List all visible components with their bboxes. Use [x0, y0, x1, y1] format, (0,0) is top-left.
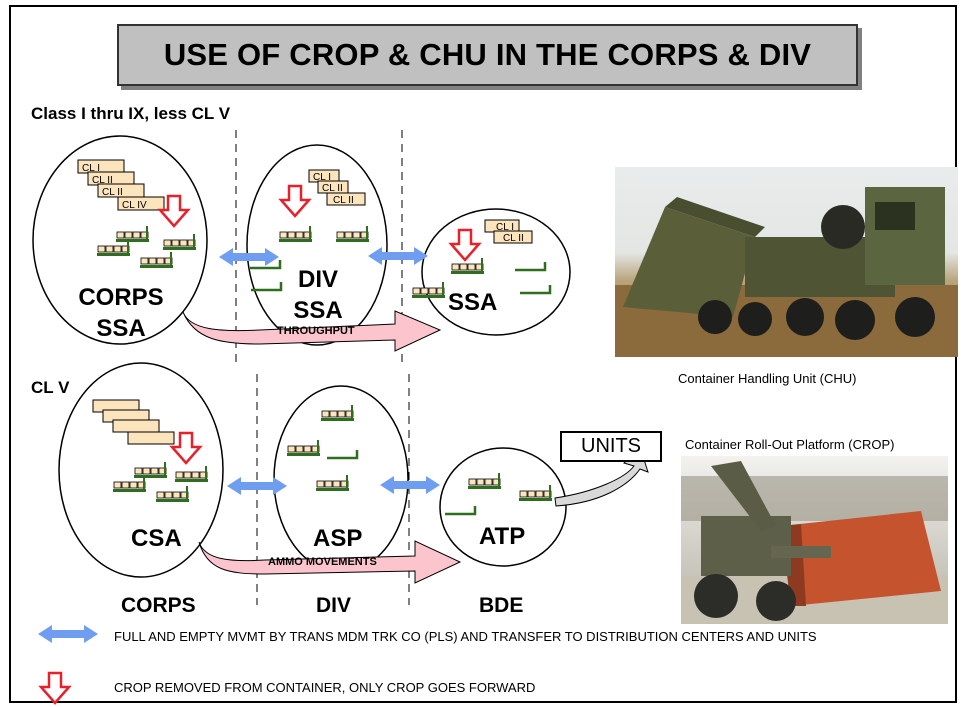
pallet-icon — [115, 225, 150, 243]
pallet-icon — [518, 484, 553, 502]
container-label: CL II — [503, 233, 524, 244]
container-label: CL IV — [122, 200, 147, 211]
pallet-icon — [133, 461, 168, 479]
empty-platform-icon — [249, 280, 283, 292]
pallet-icon — [411, 281, 446, 299]
empty-platform-icon — [513, 260, 547, 272]
pallet-icon — [278, 225, 313, 243]
bde-ssa-label: SSA — [448, 289, 498, 316]
blue-double-arrow — [219, 248, 279, 266]
pallet-icon — [335, 225, 370, 243]
corps-containers — [77, 159, 165, 211]
chu-caption: Container Handling Unit (CHU) — [678, 371, 857, 386]
pallet-icon — [162, 233, 197, 251]
corps-label-line2: SSA — [96, 315, 146, 342]
empty-platform-icon — [518, 283, 552, 295]
legend-blue-text: FULL AND EMPTY MVMT BY TRANS MDM TRK CO … — [114, 629, 817, 644]
container-label: CL II — [322, 183, 343, 194]
container-label: CL I — [496, 222, 514, 233]
units-box: UNITS — [560, 431, 662, 462]
crop-red-arrow — [279, 184, 311, 218]
div-ssa-label: DIV SSA — [286, 264, 350, 326]
bde-containers — [484, 219, 533, 244]
div-label-line2: SSA — [293, 297, 343, 324]
throughput-label: THROUGHPUT — [277, 325, 355, 337]
div-ssa-circle — [246, 144, 388, 346]
legend-blue-arrow-text: FULL AND EMPTY MVMT BY TRANS MDM TRK CO … — [114, 629, 934, 645]
section-label-class-i-ix: Class I thru IX, less CL V — [31, 104, 231, 123]
pallet-icon — [112, 475, 147, 493]
section-label-cl-v: CL V — [31, 378, 70, 397]
pallet-icon — [315, 474, 350, 492]
crop-red-arrow — [449, 228, 481, 262]
pallet-icon — [174, 465, 209, 483]
legend-red-arrow-text: CROP REMOVED FROM CONTAINER, ONLY CROP G… — [114, 680, 536, 695]
empty-platform-icon — [325, 448, 359, 460]
page-title: USE OF CROP & CHU IN THE CORPS & DIV — [163, 37, 812, 72]
pallet-icon — [139, 251, 174, 269]
asp-label: ASP — [313, 525, 363, 552]
pallet-icon — [286, 439, 321, 457]
column-label-bde: BDE — [479, 594, 524, 617]
container-label: CL I — [313, 172, 331, 183]
container-label: CL II — [92, 175, 113, 186]
corps-ssa-label: CORPS SSA — [78, 282, 164, 344]
column-label-corps: CORPS — [121, 594, 196, 617]
csa-label: CSA — [131, 525, 182, 552]
chu-photo — [615, 167, 958, 357]
csa-circle — [58, 362, 224, 578]
bde-ssa-circle — [421, 208, 571, 336]
ammo-movements-label: AMMO MOVEMENTS — [268, 556, 377, 568]
pallet-icon — [155, 485, 190, 503]
column-label-div: DIV — [316, 594, 352, 617]
empty-platform-icon — [443, 504, 477, 516]
atp-circle — [439, 447, 567, 567]
container-label: CL II — [102, 187, 123, 198]
crop-red-arrow — [170, 431, 202, 465]
blue-double-arrow — [380, 476, 440, 494]
container-label: CL II — [333, 195, 354, 206]
pallet-icon — [467, 472, 502, 490]
ammo-movements-arrow — [198, 540, 462, 584]
legend-blue-arrow-icon — [38, 625, 98, 643]
div-label-line1: DIV — [297, 266, 338, 293]
pallet-icon — [320, 404, 355, 422]
title-box: USE OF CROP & CHU IN THE CORPS & DIV — [117, 24, 858, 86]
crop-photo — [681, 456, 948, 624]
atp-label: ATP — [479, 523, 526, 550]
pallet-icon — [96, 239, 131, 257]
throughput-arrow — [182, 310, 442, 352]
legend-red-arrow-icon — [39, 671, 71, 705]
pallet-icon — [450, 257, 485, 275]
crop-caption: Container Roll-Out Platform (CROP) — [685, 437, 895, 452]
blue-double-arrow — [368, 247, 428, 265]
div-containers — [308, 169, 366, 206]
corps-label-line1: CORPS — [78, 284, 164, 311]
corps-ssa-circle — [32, 135, 208, 345]
container-label: CL I — [82, 163, 100, 174]
cl-v-containers — [92, 399, 175, 445]
